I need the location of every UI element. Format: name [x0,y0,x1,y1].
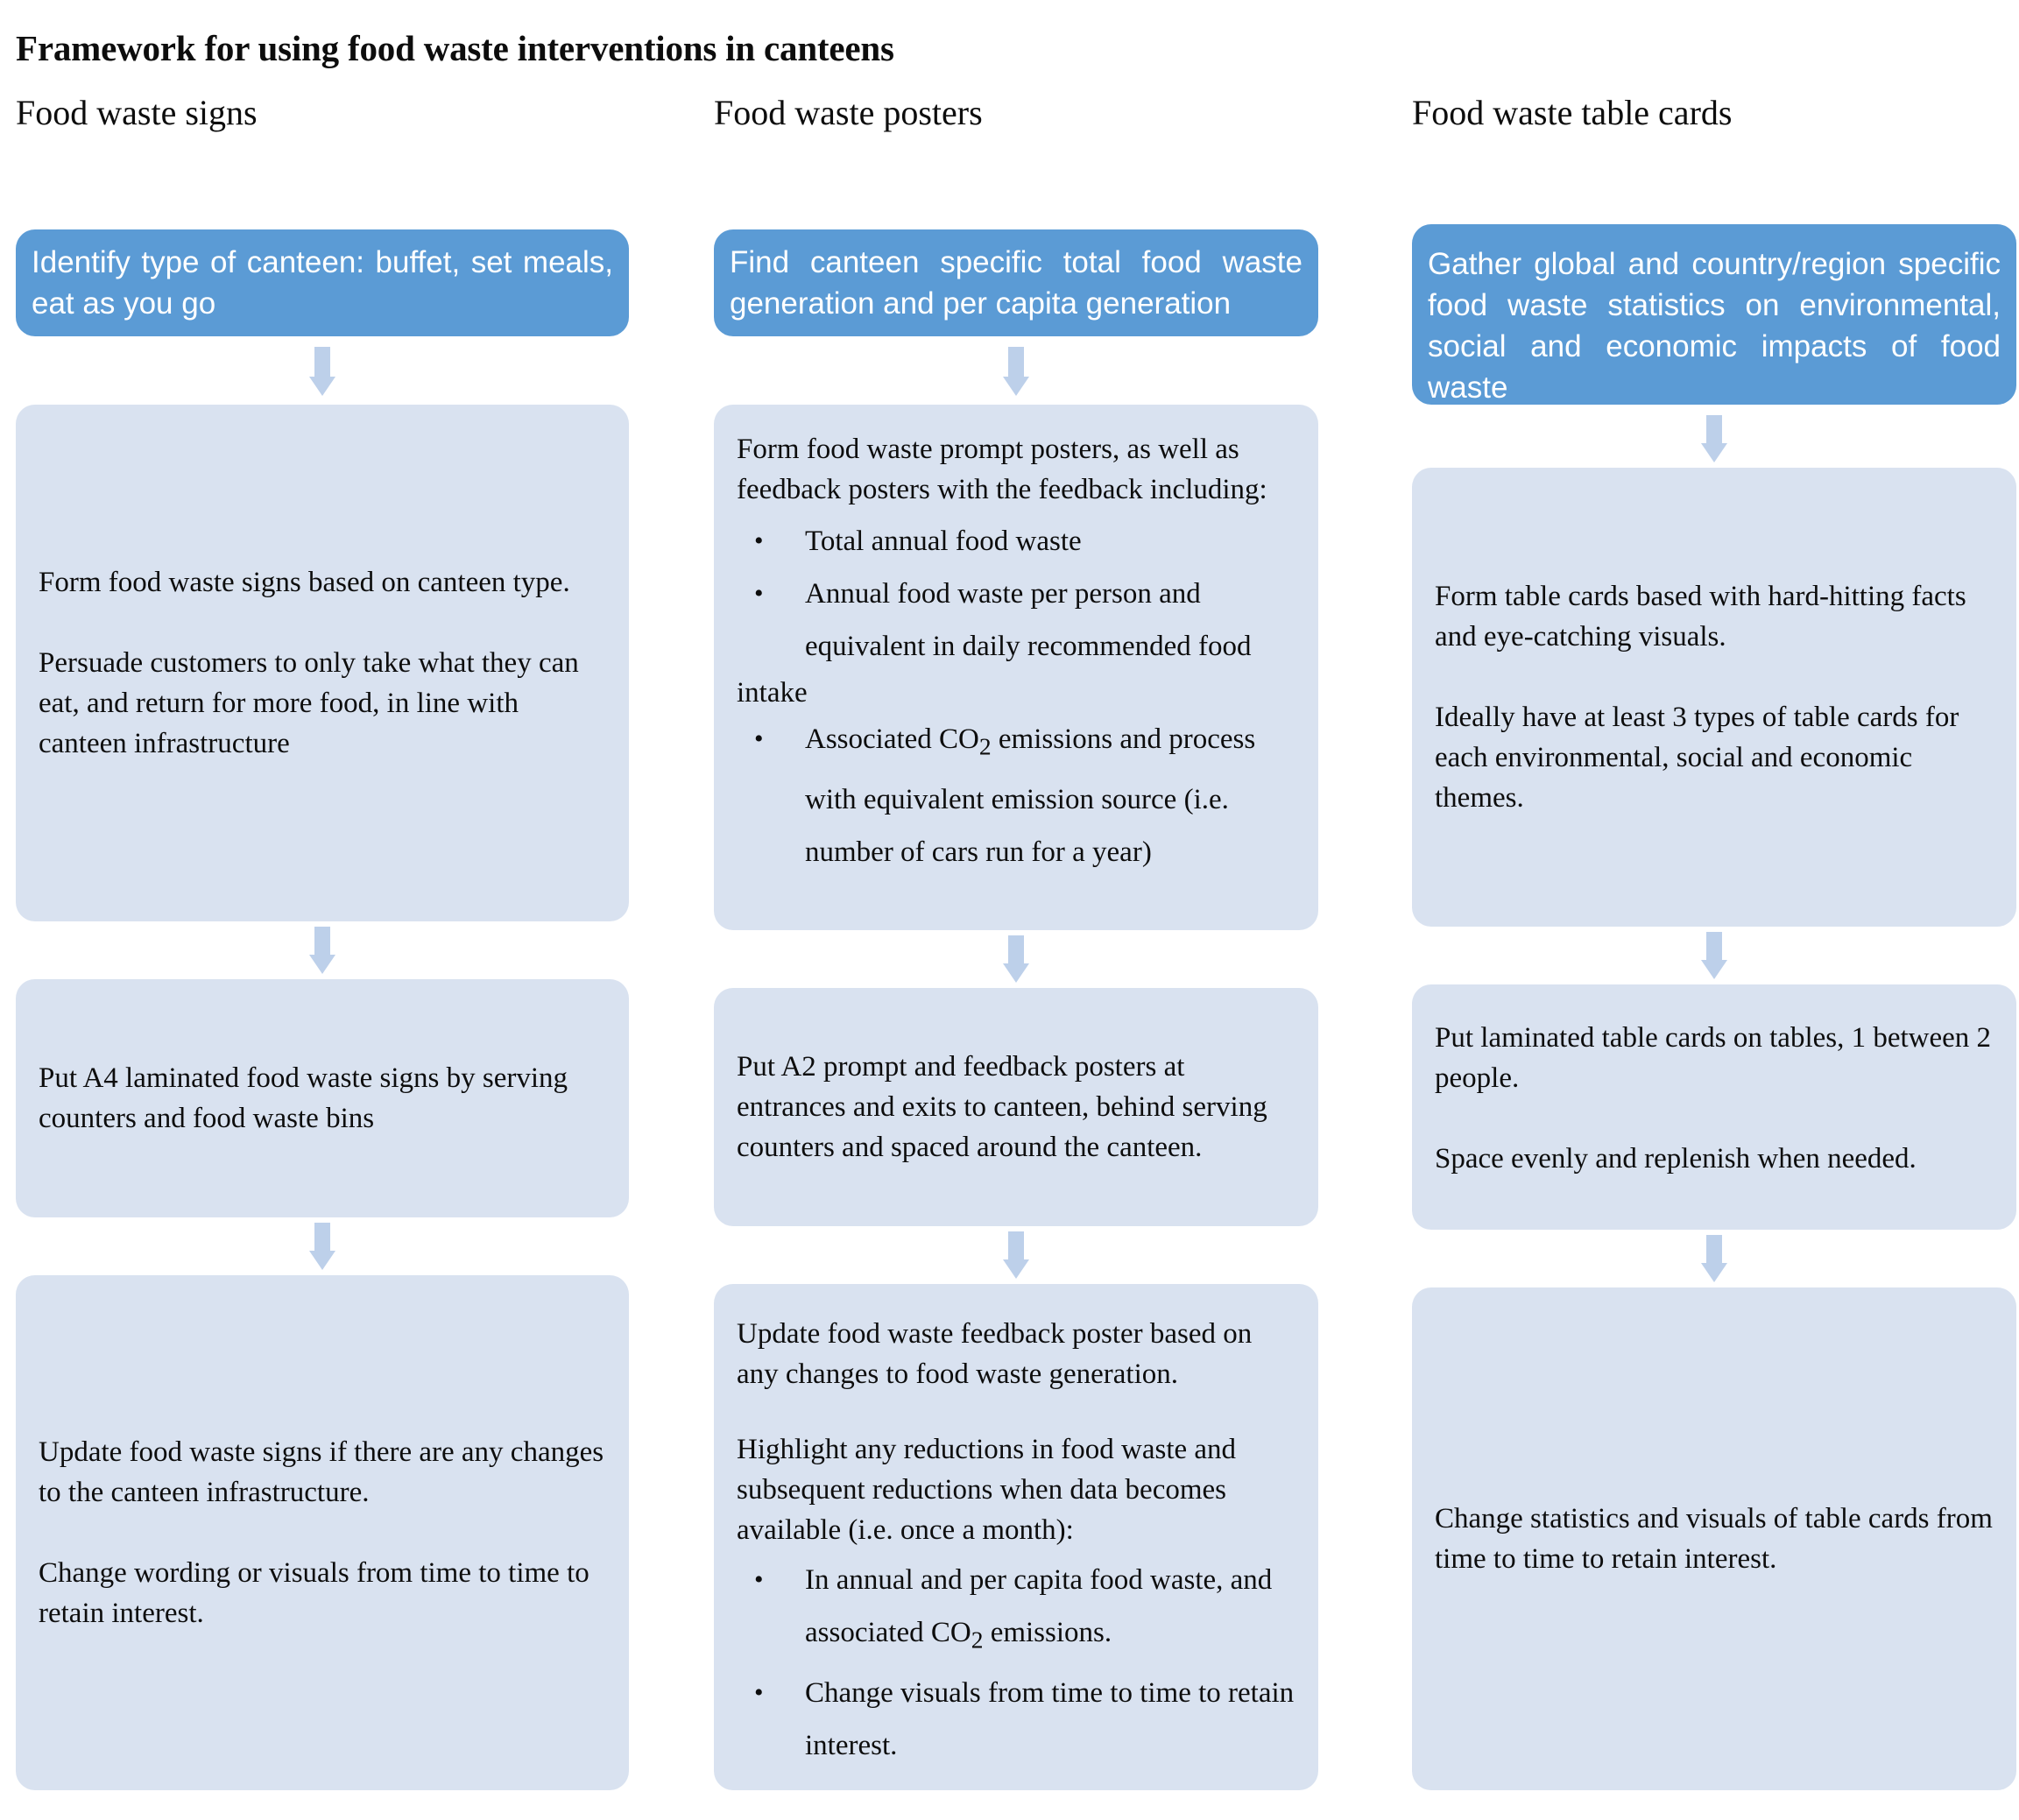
arrow-down-posters-2 [1003,935,1029,983]
bullet-list-posters-3: • In annual and per capita food waste, an… [737,1554,1295,1772]
list-runover-text: intake [737,677,808,709]
list-item-label: In annual and per capita food waste, and… [805,1564,1273,1654]
bullet-glyph-icon: • [754,1565,764,1594]
list-item-label: Total annual food waste [805,526,1082,557]
bullet-glyph-icon: • [754,579,764,608]
step-paragraph: Persuade customers to only take what the… [39,647,579,759]
list-item-label: Change visuals from time to time to reta… [805,1676,1295,1761]
step-paragraph: Update food waste signs if there are any… [39,1436,604,1508]
arrow-down-cards-1 [1701,415,1727,462]
list-item-label: Annual food waste per person and equival… [805,578,1252,662]
header-box-table-cards: Gather global and country/region specifi… [1412,224,2016,405]
step-paragraph: Put laminated table cards on tables, 1 b… [1435,1022,1992,1094]
step-box-cards-1: Form table cards based with hard-hitting… [1412,468,2016,927]
column-heading-table-cards: Food waste table cards [1412,93,1733,132]
column-heading-signs: Food waste signs [16,93,258,132]
list-item: • Annual food waste per person and equiva… [737,568,1295,673]
arrow-down-posters-3 [1003,1231,1029,1279]
step-box-cards-3: Change statistics and visuals of table c… [1412,1287,2016,1790]
arrow-down-cards-3 [1701,1235,1727,1282]
step-paragraph: Ideally have at least 3 types of table c… [1435,702,1959,814]
list-item-label: Associated CO2 emissions and process wit… [805,723,1256,868]
header-box-table-cards-text: Gather global and country/region specifi… [1428,247,2001,405]
page-title: Framework for using food waste intervent… [16,28,894,69]
bullet-glyph-icon: • [754,1677,764,1707]
step-paragraph: Highlight any reductions in food waste a… [737,1434,1237,1546]
step-paragraph: Space evenly and replenish when needed. [1435,1143,1917,1175]
list-item: • Associated CO2 emissions and process wi… [737,713,1295,878]
bullet-list-posters-1: • Total annual food waste • Annual food wa… [737,515,1295,673]
step-paragraph: Update food waste feedback poster based … [737,1318,1253,1390]
header-box-posters: Find canteen specific total food waste g… [714,229,1318,336]
arrow-down-posters-1 [1003,347,1029,396]
list-item: • In annual and per capita food waste, an… [737,1554,1295,1667]
bullet-glyph-icon: • [754,526,764,555]
list-item: • Change visuals from time to time to ret… [737,1667,1295,1772]
arrow-down-cards-2 [1701,932,1727,979]
step-paragraph: Change wording or visuals from time to t… [39,1557,589,1629]
list-item: • Total annual food waste [737,515,1295,568]
arrow-down-signs-1 [309,347,335,396]
header-box-signs-text: Identify type of canteen: buffet, set me… [32,245,613,321]
bullet-list-posters-1b: • Associated CO2 emissions and process wi… [737,713,1295,878]
step-paragraph: Put A2 prompt and feedback posters at en… [737,1051,1267,1163]
arrow-down-signs-3 [309,1223,335,1270]
step-box-signs-2: Put A4 laminated food waste signs by ser… [16,979,629,1217]
step-box-signs-1: Form food waste signs based on canteen t… [16,405,629,921]
step-box-posters-1: Form food waste prompt posters, as well … [714,405,1318,930]
bullet-glyph-icon: • [754,724,764,753]
step-box-posters-2: Put A2 prompt and feedback posters at en… [714,988,1318,1226]
arrow-down-signs-2 [309,927,335,974]
step-box-posters-3: Update food waste feedback poster based … [714,1284,1318,1790]
step-box-signs-3: Update food waste signs if there are any… [16,1275,629,1790]
step-paragraph: Form table cards based with hard-hitting… [1435,581,1966,653]
step-paragraph: Form food waste signs based on canteen t… [39,567,570,598]
column-heading-posters: Food waste posters [714,93,983,132]
step-paragraph: Form food waste prompt posters, as well … [737,434,1267,505]
step-box-cards-2: Put laminated table cards on tables, 1 b… [1412,984,2016,1230]
header-box-posters-text: Find canteen specific total food waste g… [730,245,1302,321]
step-paragraph: Put A4 laminated food waste signs by ser… [39,1062,568,1134]
step-paragraph: Change statistics and visuals of table c… [1435,1503,1993,1575]
header-box-signs: Identify type of canteen: buffet, set me… [16,229,629,336]
